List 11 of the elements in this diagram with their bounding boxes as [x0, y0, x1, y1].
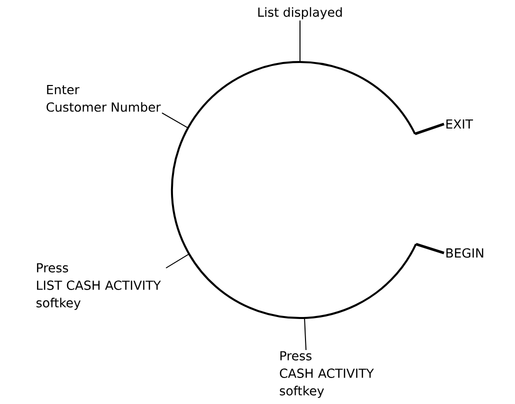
step-label: BEGIN [446, 248, 484, 258]
step-label: EXIT [446, 119, 474, 129]
step-label: Press CASH ACTIVITY softkey [280, 351, 374, 398]
step-label: Enter Customer Number [46, 85, 161, 112]
leader-line [162, 112, 188, 128]
leader-line [304, 317, 306, 350]
step-label: List displayed [258, 7, 342, 20]
leader-line [166, 254, 190, 268]
step-label: Press LIST CASH ACTIVITY softkey [36, 263, 161, 310]
leader-line [414, 122, 444, 136]
leader-line [416, 242, 444, 254]
